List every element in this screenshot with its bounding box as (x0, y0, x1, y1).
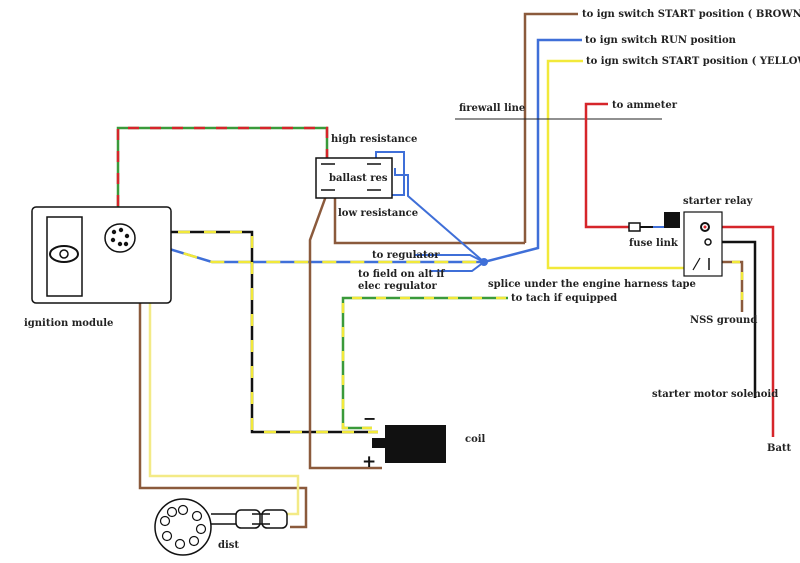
relay-terminal-solenoid (704, 238, 712, 246)
dist-tower-2 (191, 510, 203, 522)
label-ignition-module: ignition module (24, 318, 113, 329)
module-pin-3 (124, 233, 130, 239)
module-to-ballast-wire-red (116, 126, 329, 228)
relay-terminal-batt-center (703, 225, 707, 229)
label-field-line1: to field on alt if (358, 269, 445, 280)
module-mount-hole (59, 249, 69, 259)
label-coil-minus: − (363, 409, 376, 428)
tach-wire-yellow (341, 296, 508, 430)
label-field-line2: elec regulator (358, 281, 438, 292)
label-starter-relay: starter relay (683, 196, 754, 207)
dist-tower-3 (195, 523, 207, 535)
label-dist: dist (218, 540, 239, 551)
label-tach: to tach if equipped (511, 293, 617, 304)
label-nss-ground: NSS ground (690, 315, 757, 326)
dist-tower-6 (161, 530, 173, 542)
yellow-start-wire (546, 59, 688, 270)
label-to-regulator: to regulator (372, 250, 440, 261)
label-low-resistance: low resistance (338, 208, 418, 219)
fuse-link (628, 222, 641, 232)
label-splice: splice under the engine harness tape (488, 279, 696, 290)
relay-switch-arm (692, 257, 701, 271)
coil (385, 425, 446, 463)
module-pin-4 (110, 237, 116, 243)
ballast-blue-loop-high (375, 151, 405, 196)
label-coil-plus: + (362, 452, 376, 472)
ballast-blue-loop-low (394, 168, 485, 263)
label-firewall: firewall line (459, 103, 525, 114)
label-ballast-res: ballast res (329, 173, 388, 184)
starter-relay-stud (664, 212, 680, 228)
dist-plug-right (261, 509, 288, 529)
module-to-coil-wire-yellow (126, 230, 378, 434)
label-coil: coil (465, 434, 486, 445)
dist-tower-4 (188, 535, 200, 547)
to-regulator-wire (414, 254, 485, 263)
dist-tower-1 (177, 504, 189, 516)
batt-red-wire (707, 225, 775, 437)
dist-tower-8 (166, 506, 178, 518)
ballast-to-coil-wire (308, 184, 382, 470)
label-fuse-link: fuse link (629, 238, 679, 249)
label-ign-start-brown: to ign switch START position ( BROWN ) (582, 9, 800, 20)
field-alt-wire (430, 261, 485, 272)
splice-point (480, 258, 488, 266)
ammeter-red-wire (584, 102, 630, 229)
dist-plug-left (235, 509, 261, 529)
label-batt: Batt (767, 443, 792, 454)
module-pin-2 (118, 227, 124, 233)
dist-tower-5 (174, 538, 186, 550)
coil-terminal (372, 438, 386, 448)
brown-start-wire (523, 12, 578, 243)
starter-solenoid-wire (708, 240, 757, 398)
label-ign-run: to ign switch RUN position (585, 35, 737, 46)
label-high-resistance: high resistance (331, 134, 417, 145)
label-starter-solenoid: starter motor solenoid (652, 389, 778, 400)
starter-relay (683, 211, 723, 277)
dist-tower-7 (159, 515, 171, 527)
nss-ground-wire-yellow (712, 260, 744, 312)
label-ign-start-yellow: to ign switch START position ( YELLOW ) (586, 56, 800, 67)
blue-run-wire (483, 38, 582, 264)
label-ammeter: to ammeter (612, 100, 678, 111)
module-pin-1 (111, 229, 117, 235)
module-pin-5 (117, 241, 123, 247)
module-pin-6 (123, 241, 129, 247)
